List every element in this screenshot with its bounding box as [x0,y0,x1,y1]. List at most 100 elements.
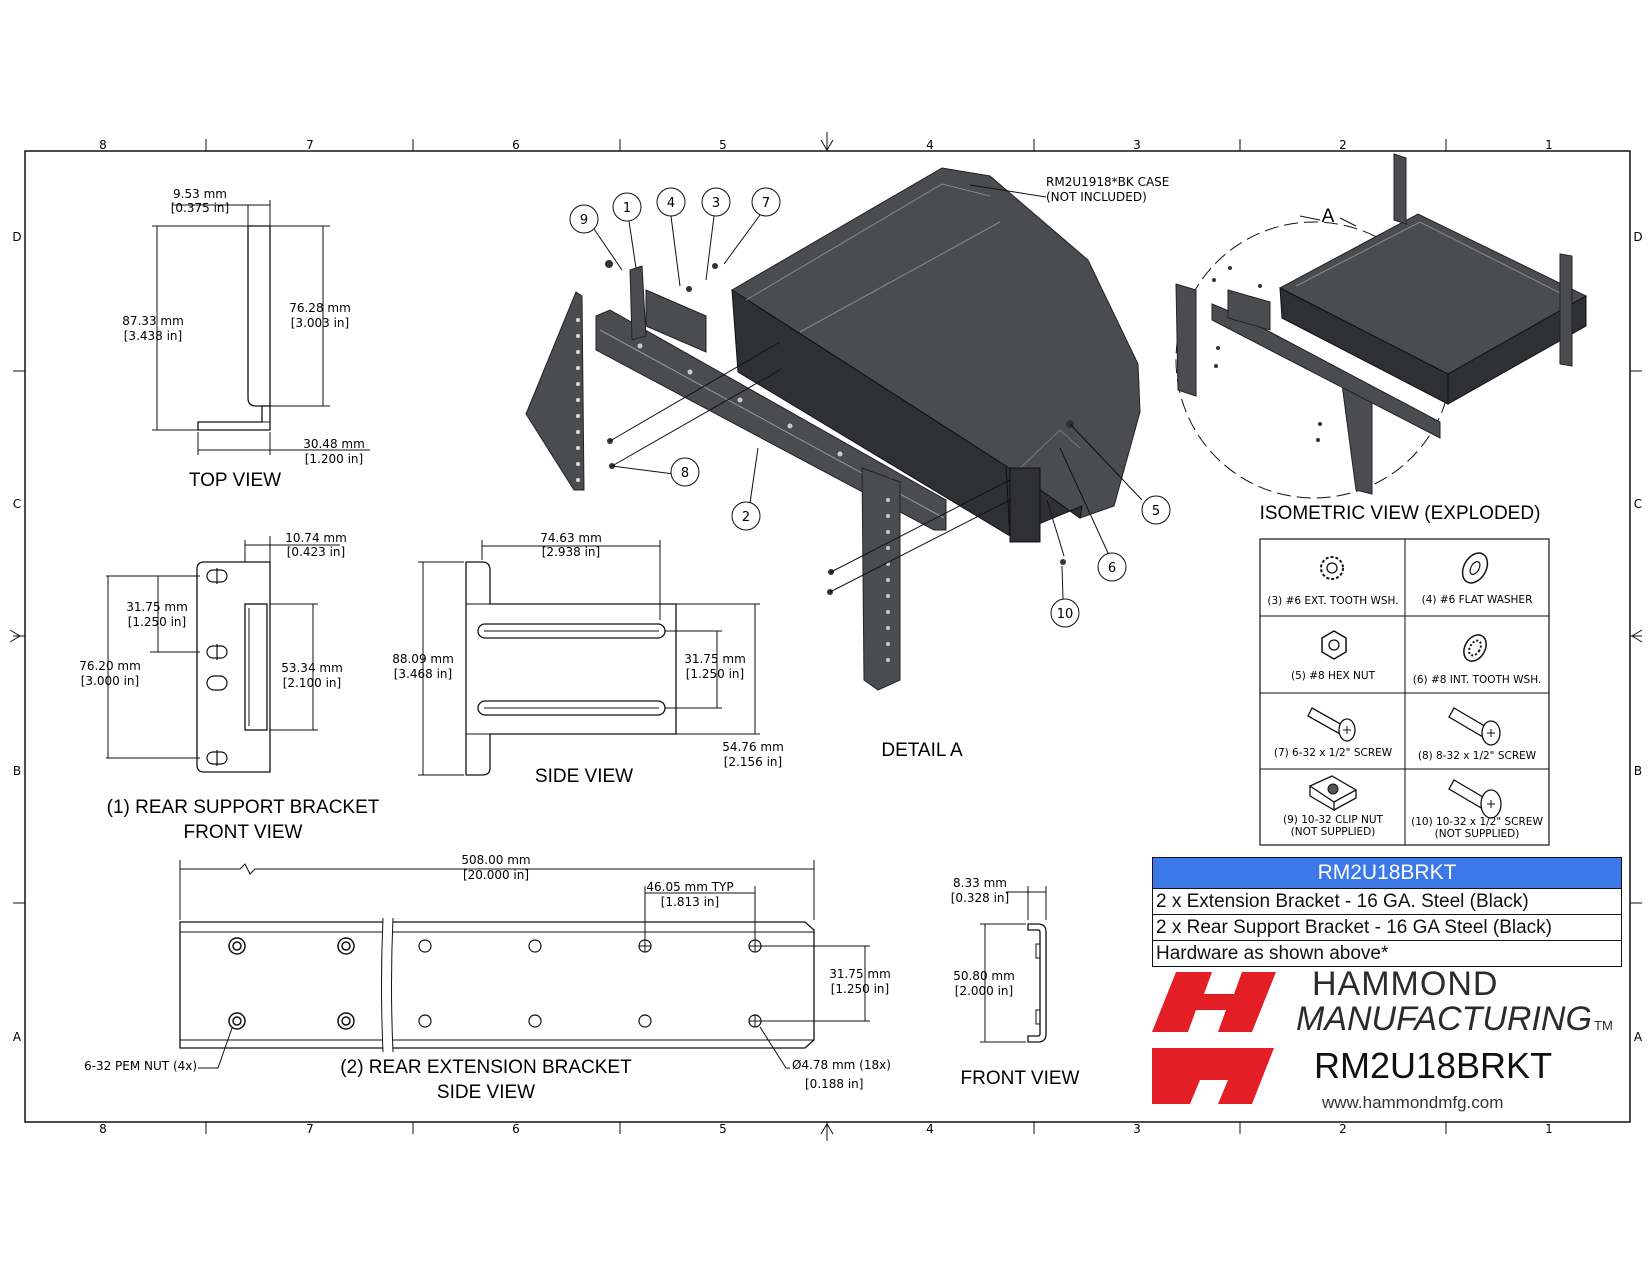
dim-in: [2.938 in] [542,545,600,559]
hardware-label: (9) 10-32 CLIP NUT [1283,814,1384,826]
hardware-label: (4) #6 FLAT WASHER [1422,594,1533,606]
col-label: 1 [1545,138,1553,152]
dim-in: [3.003 in] [291,316,349,330]
brand-name: HAMMOND [1312,965,1499,1003]
balloon-label: 7 [762,196,770,211]
hardware-label: (8) 8-32 x 1/2" SCREW [1418,750,1537,762]
dim-mm: 53.34 mm [281,661,343,675]
dim-in: [3.438 in] [124,329,182,343]
screw-icon [1448,779,1502,819]
dim-mm: 31.75 mm [829,967,891,981]
int-tooth-washer-icon [1463,634,1487,662]
col-label: 3 [1133,1122,1141,1136]
dim-mm: 87.33 mm [122,314,184,328]
case-note: RM2U1918*BK CASE [1046,175,1169,189]
title-block-row: 2 x Extension Bracket - 16 GA. Steel (Bl… [1153,889,1621,915]
balloon-7 [751,187,781,217]
dim-mm: 8.33 mm [953,876,1007,890]
dim-mm: 76.28 mm [289,301,351,315]
rear-support-front-view: 10.74 mm [0.423 in] 31.75 mm [1.250 in] … [79,531,380,843]
title-block-part-number: RM2U18BRKT [1153,858,1621,889]
balloon-1 [612,192,642,222]
dim-mm: 31.75 mm [684,652,746,666]
dim-in: [1.813 in] [661,895,719,909]
col-label: 5 [719,1122,727,1136]
dim-mm: 74.63 mm [540,531,602,545]
view-title: TOP VIEW [189,470,281,491]
detail-letter: A [1322,206,1335,227]
col-label: 6 [512,138,520,152]
extension-front-view: 8.33 mm [0.328 in] 50.80 mm [2.000 in] F… [951,876,1080,1089]
brand-url: www.hammondmfg.com [1322,1093,1504,1112]
dim-in: [0.328 in] [951,891,1009,905]
dim-in: [1.250 in] [831,982,889,996]
dim-mm: 9.53 mm [173,187,227,201]
brand-part-number: RM2U18BRKT [1314,1045,1553,1086]
balloon-9 [569,204,599,234]
center-mark-right [1631,629,1643,643]
balloon-label: 9 [580,213,588,228]
dim-mm: 31.75 mm [126,600,188,614]
case-note: (NOT INCLUDED) [1046,190,1147,204]
col-label: 8 [99,1122,107,1136]
col-label: 4 [926,1122,934,1136]
balloon-label: 2 [742,510,750,525]
screw-icon [1307,707,1356,742]
dim-mm: 76.20 mm [79,659,141,673]
row-label: D [12,230,21,244]
balloon-label: 10 [1057,607,1074,622]
hole-note: [0.188 in] [805,1077,863,1091]
dim-mm: 50.80 mm [953,969,1015,983]
balloon-label: 3 [712,196,720,211]
dim-in: [2.100 in] [283,676,341,690]
view-title: (2) REAR EXTENSION BRACKET [340,1057,632,1078]
row-label: A [13,1030,22,1044]
hardware-label: (5) #8 HEX NUT [1291,670,1376,682]
isometric-view: A ISOMETRIC VIEW (EXPLODED) [1175,153,1588,524]
dim-mm: 10.74 mm [285,531,347,545]
balloon-label: 1 [623,201,631,216]
dim-mm: 54.76 mm [722,740,784,754]
view-subtitle: SIDE VIEW [437,1082,535,1103]
row-label: B [1634,764,1642,778]
balloon-3 [701,187,731,217]
center-mark-bottom [820,1123,834,1135]
view-subtitle: FRONT VIEW [184,822,303,843]
zone-ticks [13,132,1642,1141]
balloon-10 [1050,598,1080,628]
hardware-note: (NOT SUPPLIED) [1291,826,1376,838]
hex-nut-icon [1321,630,1347,660]
dim-in: [20.000 in] [463,868,529,882]
dim-mm: 30.48 mm [303,437,365,451]
col-label: 7 [306,138,314,152]
dim-in: [2.156 in] [724,755,782,769]
row-label: D [1633,230,1642,244]
dim-in: [0.423 in] [287,545,345,559]
title-block-row: 2 x Rear Support Bracket - 16 GA Steel (… [1153,915,1621,941]
balloon-label: 5 [1152,504,1160,519]
hammond-logo [1152,972,1276,1104]
col-label: 8 [99,138,107,152]
dim-mm: 508.00 mm [461,853,530,867]
dim-in: [2.000 in] [955,984,1013,998]
row-label: B [13,764,21,778]
col-label: 7 [306,1122,314,1136]
view-title: ISOMETRIC VIEW (EXPLODED) [1260,503,1541,524]
top-view: 9.53 mm [0.375 in] 87.33 mm [3.438 in] 7… [122,187,370,491]
col-label: 2 [1339,138,1347,152]
row-label: A [1634,1030,1643,1044]
hardware-label: (3) #6 EXT. TOOTH WSH. [1267,595,1398,607]
view-title: SIDE VIEW [535,766,633,787]
col-label: 1 [1545,1122,1553,1136]
dim-mm: 88.09 mm [392,652,454,666]
ext-tooth-washer-icon [1320,556,1344,580]
title-block-row: Hardware as shown above* [1156,943,1389,964]
hardware-label: (7) 6-32 x 1/2" SCREW [1274,747,1393,759]
hardware-table: (3) #6 EXT. TOOTH WSH. (4) #6 FLAT WASHE… [1259,538,1550,846]
dim-in: [1.250 in] [128,615,186,629]
center-mark-left [9,629,21,643]
rear-support-side-view: 74.63 mm [2.938 in] 88.09 mm [3.468 in] … [392,531,784,787]
flat-washer-icon [1461,552,1489,584]
view-title: DETAIL A [881,740,963,761]
extension-side-view: 508.00 mm [20.000 in] 46.05 mm TYP [1.81… [84,853,891,1103]
